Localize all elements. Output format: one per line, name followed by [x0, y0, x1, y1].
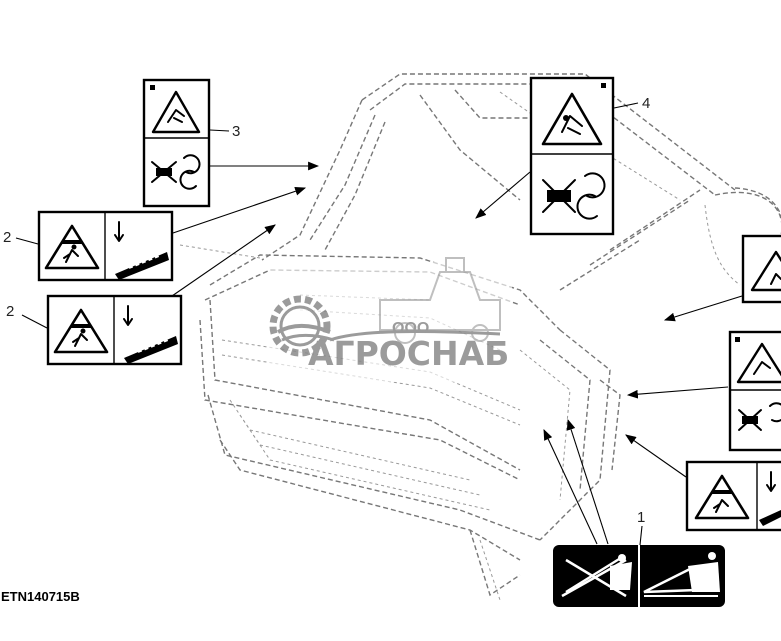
down-arrow-icon — [766, 471, 776, 492]
rotation-arrows-icon — [576, 172, 606, 220]
support-stand-icon — [124, 336, 178, 364]
warning-triangle-icon — [750, 250, 781, 292]
leader-arrows — [171, 161, 743, 545]
watermark: ООО АГРОСНАБ — [268, 257, 512, 382]
no-hands-icon — [151, 161, 177, 183]
callout-number-4: 4 — [642, 95, 650, 112]
down-arrow-icon — [114, 221, 124, 242]
crush-hazard-icon — [44, 224, 100, 270]
decal-entanglement-4 — [529, 76, 615, 236]
callout-labels: 3 4 2 2 1 — [3, 95, 650, 546]
decal-crush-hazard-right-bottom — [685, 460, 781, 532]
warning-triangle-icon — [541, 92, 603, 146]
callout-number-2b: 2 — [6, 303, 14, 320]
decal-rake-angle-1 — [553, 545, 725, 607]
no-hands-icon — [738, 409, 762, 431]
no-hands-icon — [542, 179, 576, 213]
decal-entanglement-right — [728, 330, 781, 452]
decal-entanglement-3 — [142, 78, 211, 208]
support-stand-icon — [643, 552, 720, 597]
callout-number-3: 3 — [232, 123, 240, 140]
decal-crush-hazard-2b — [46, 294, 183, 366]
callout-number-1: 1 — [637, 509, 645, 526]
tilt-angle-icon — [561, 554, 632, 598]
crush-hazard-icon — [694, 474, 750, 520]
callout-number-2a: 2 — [3, 229, 11, 246]
gear-logo-icon — [269, 295, 335, 357]
crush-hazard-icon — [53, 308, 109, 354]
figure-id: ETN140715B — [1, 589, 80, 604]
decal-crush-hazard-right-top — [741, 234, 781, 304]
support-stand-icon — [115, 252, 169, 280]
decal-crush-hazard-2a — [37, 210, 174, 282]
warning-triangle-icon — [736, 342, 781, 384]
rotation-arrows-icon — [769, 402, 781, 423]
watermark-name: АГРОСНАБ — [308, 334, 509, 373]
rotation-arrows-icon — [179, 154, 201, 190]
watermark-prefix: ООО — [392, 320, 429, 337]
down-arrow-icon — [123, 305, 133, 326]
warning-triangle-icon — [151, 90, 201, 134]
